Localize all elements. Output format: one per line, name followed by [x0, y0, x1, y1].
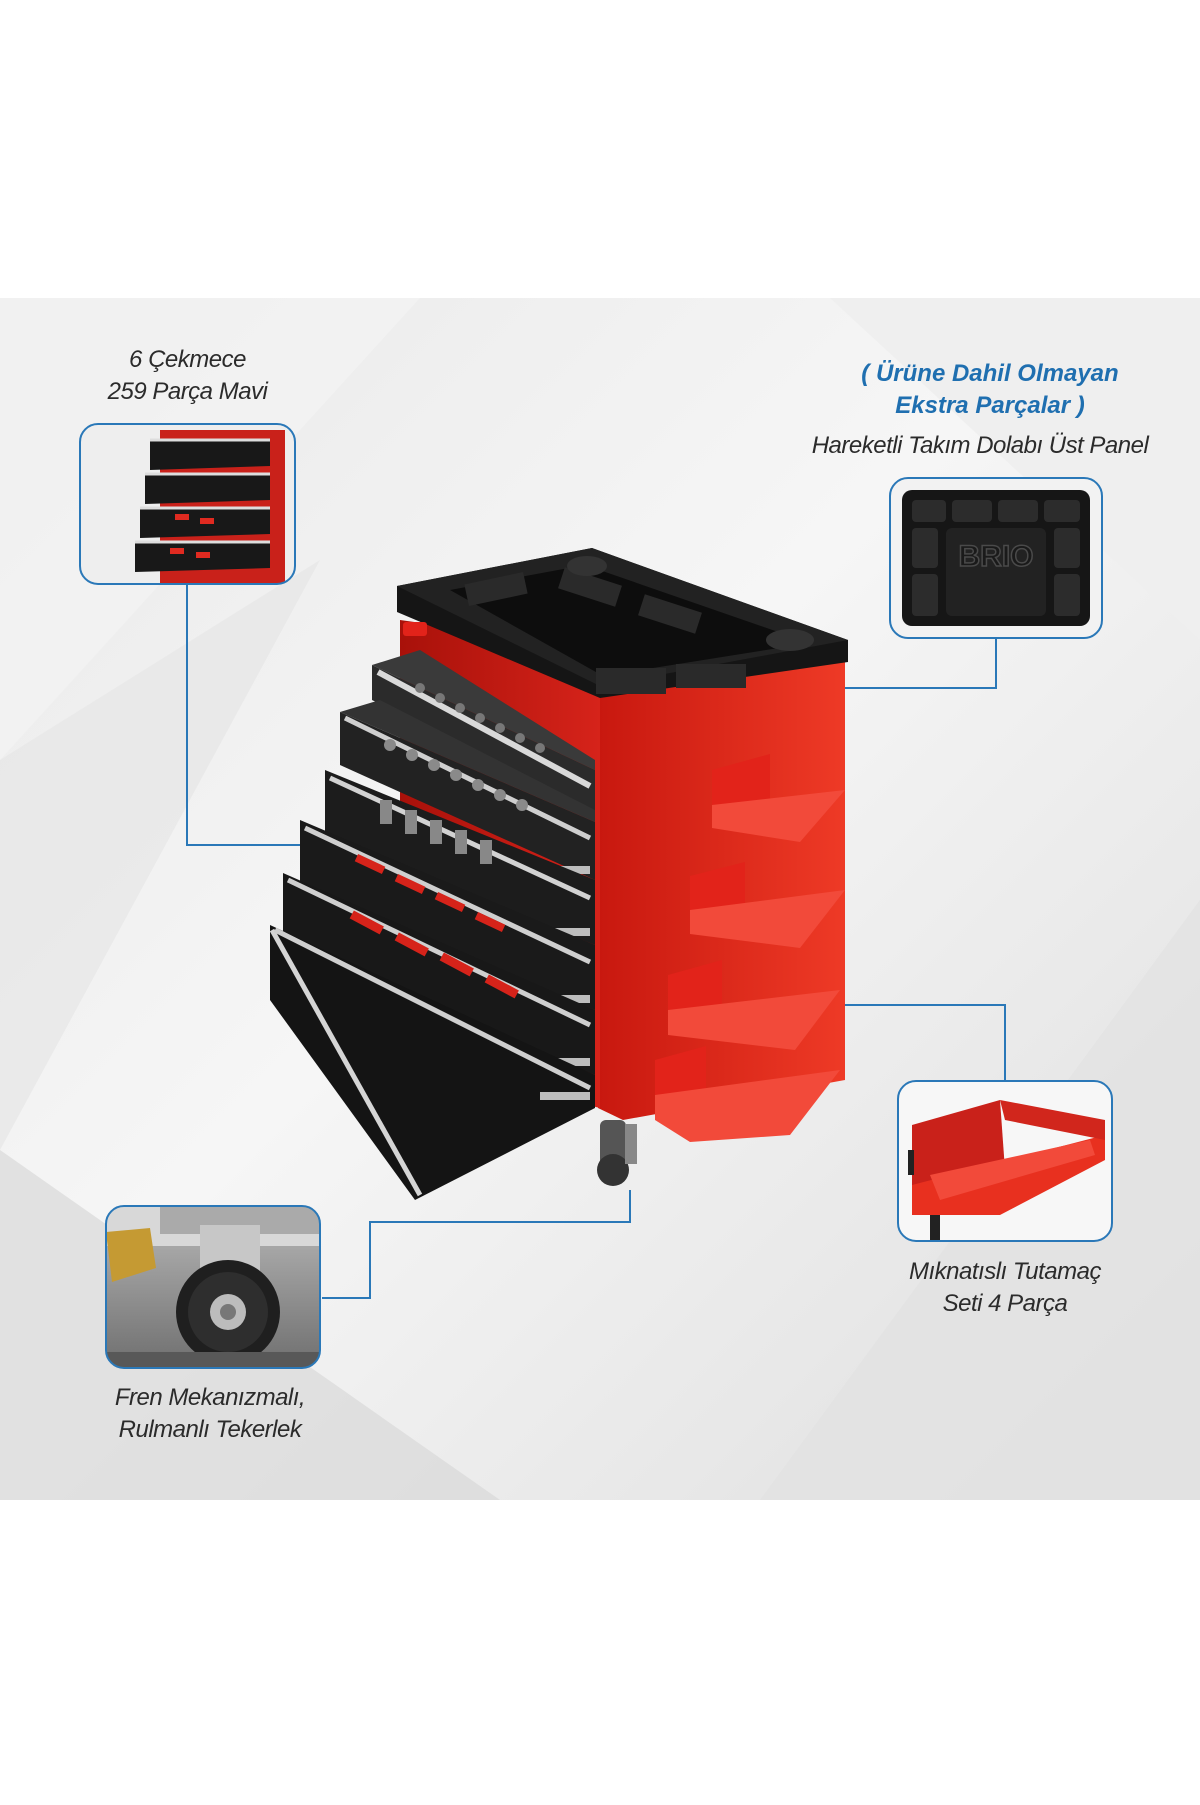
magnetic-holder-photo — [897, 1080, 1113, 1242]
side-tray-1 — [712, 754, 845, 842]
drawers-photo — [79, 423, 296, 585]
holder-callout-label: Mıknatıslı Tutamaç Seti 4 Parça — [860, 1256, 1150, 1320]
top-tray — [397, 548, 848, 698]
extra-parts-line2: Ekstra Parçalar ) — [895, 392, 1085, 419]
extra-parts-line1: ( Ürüne Dahil Olmayan — [861, 360, 1119, 387]
drawer-6 — [269, 925, 595, 1200]
extra-parts-note: ( Ürüne Dahil Olmayan Ekstra Parçalar ) — [790, 358, 1190, 422]
wheel-callout-line1: Fren Mekanızmalı, — [114, 1384, 306, 1411]
top-panel-photo-frame — [889, 477, 1103, 639]
panel-logo-text: BRIO — [959, 540, 1034, 573]
drawer-4 — [300, 820, 595, 1010]
tool-cabinet — [269, 548, 848, 1200]
wheel-photo-frame — [105, 1205, 321, 1369]
drawers-callout-label: 6 Çekmece 259 Parça Mavi — [80, 344, 295, 408]
holder-callout-line1: Mıknatıslı Tutamaç — [909, 1258, 1101, 1285]
side-tray-4 — [655, 1046, 840, 1142]
magnetic-holder-photo-frame — [897, 1080, 1113, 1242]
side-trays — [655, 754, 845, 1142]
top-panel-photo: BRIO — [889, 477, 1103, 639]
connector-wheel — [322, 1190, 631, 1299]
drawers — [269, 650, 595, 1200]
top-panel-callout-text: Hareketli Takım Dolabı Üst Panel — [811, 432, 1149, 459]
side-tray-2 — [690, 862, 845, 948]
drawers-callout-line2: 259 Parça Mavi — [107, 378, 268, 405]
holder-callout-line2: Seti 4 Parça — [942, 1290, 1068, 1317]
wheel-photo — [105, 1205, 321, 1369]
drawers-callout-line1: 6 Çekmece — [129, 346, 246, 373]
wheel-callout-line2: Rulmanlı Tekerlek — [118, 1416, 302, 1443]
drawers-photo-frame — [79, 423, 296, 585]
top-panel-callout-label: Hareketli Takım Dolabı Üst Panel — [770, 430, 1190, 462]
cabinet-wheels — [597, 1120, 637, 1186]
drawer-3 — [325, 770, 595, 945]
drawer-1 — [372, 650, 595, 812]
wheel-callout-label: Fren Mekanızmalı, Rulmanlı Tekerlek — [60, 1382, 360, 1446]
side-tray-3 — [668, 960, 840, 1050]
